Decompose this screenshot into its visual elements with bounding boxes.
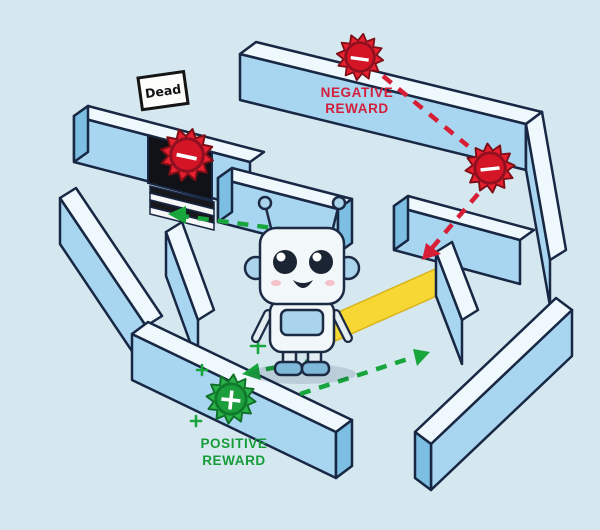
negative-reward-icon-right: − [461, 139, 519, 197]
burst-ring [344, 41, 376, 73]
robot-foot-right [300, 360, 331, 377]
wall-end-cap [413, 430, 433, 492]
wall-top-face [434, 240, 480, 322]
dead-sign: Dead [136, 69, 190, 112]
burst-ring [214, 382, 248, 416]
wall-top-face [58, 186, 164, 328]
robot-cheek-left [271, 280, 281, 286]
positive-reward-icon: + [202, 370, 260, 428]
robot-eye-right-highlight [312, 252, 322, 262]
labels: NEGATIVE REWARD POSITIVE REWARD [200, 85, 394, 468]
robot-arm-left-fill [253, 311, 271, 341]
burst-ring [169, 137, 205, 173]
green-trail-to-door [181, 213, 289, 233]
wall-top-face [524, 110, 568, 262]
sparkle-plus [189, 414, 203, 428]
minus-icon: − [346, 39, 375, 76]
robot-eye-left [273, 250, 297, 274]
negative-reward-label-line2: REWARD [325, 101, 389, 116]
robot-antenna-ball-right [331, 195, 347, 211]
wall-inner-lower-right [434, 240, 480, 366]
robot-eye-left-highlight [276, 252, 286, 262]
wall-end-cap [392, 194, 410, 252]
negative-reward-icon-top: − [332, 29, 388, 85]
positive-reward-label-line1: POSITIVE [200, 436, 267, 451]
wall-end-cap [72, 104, 90, 164]
green-arrowhead-bottom-left [242, 363, 261, 380]
robot-mouth [293, 280, 313, 288]
wall-inner-right [392, 194, 536, 286]
red-arrowhead [422, 243, 441, 260]
robot-eye-right [309, 250, 333, 274]
sparkle-plus [195, 363, 209, 377]
robot-arm-right-fill [333, 311, 351, 341]
robot-head [258, 226, 346, 306]
robot-character [243, 195, 361, 384]
minus-icon: − [476, 150, 505, 187]
wall-top-face [164, 220, 216, 322]
negative-reward-label-line1: NEGATIVE [321, 85, 394, 100]
negative-reward-icon-door: − [154, 122, 220, 188]
positive-reward-label-line2: REWARD [202, 453, 266, 468]
plus-icon: + [216, 381, 245, 418]
wall-outer-bottom-right [413, 296, 574, 492]
negative-trails [381, 74, 480, 260]
robot-cheek-right [325, 280, 335, 286]
reward-icons: − − − + [154, 29, 519, 428]
dead-sign-board [136, 69, 190, 112]
robot-chest-panel [279, 308, 325, 337]
robot-antenna-ball-left [257, 195, 273, 211]
dead-sign-text: Dead [144, 81, 182, 101]
green-arrowhead-left [168, 206, 186, 224]
green-arrowhead-bottom-right [413, 349, 430, 366]
wall-end-cap [216, 166, 234, 224]
burst-ring [473, 151, 507, 185]
wall-end-cap [334, 418, 354, 480]
robot-foot-left [273, 360, 304, 377]
